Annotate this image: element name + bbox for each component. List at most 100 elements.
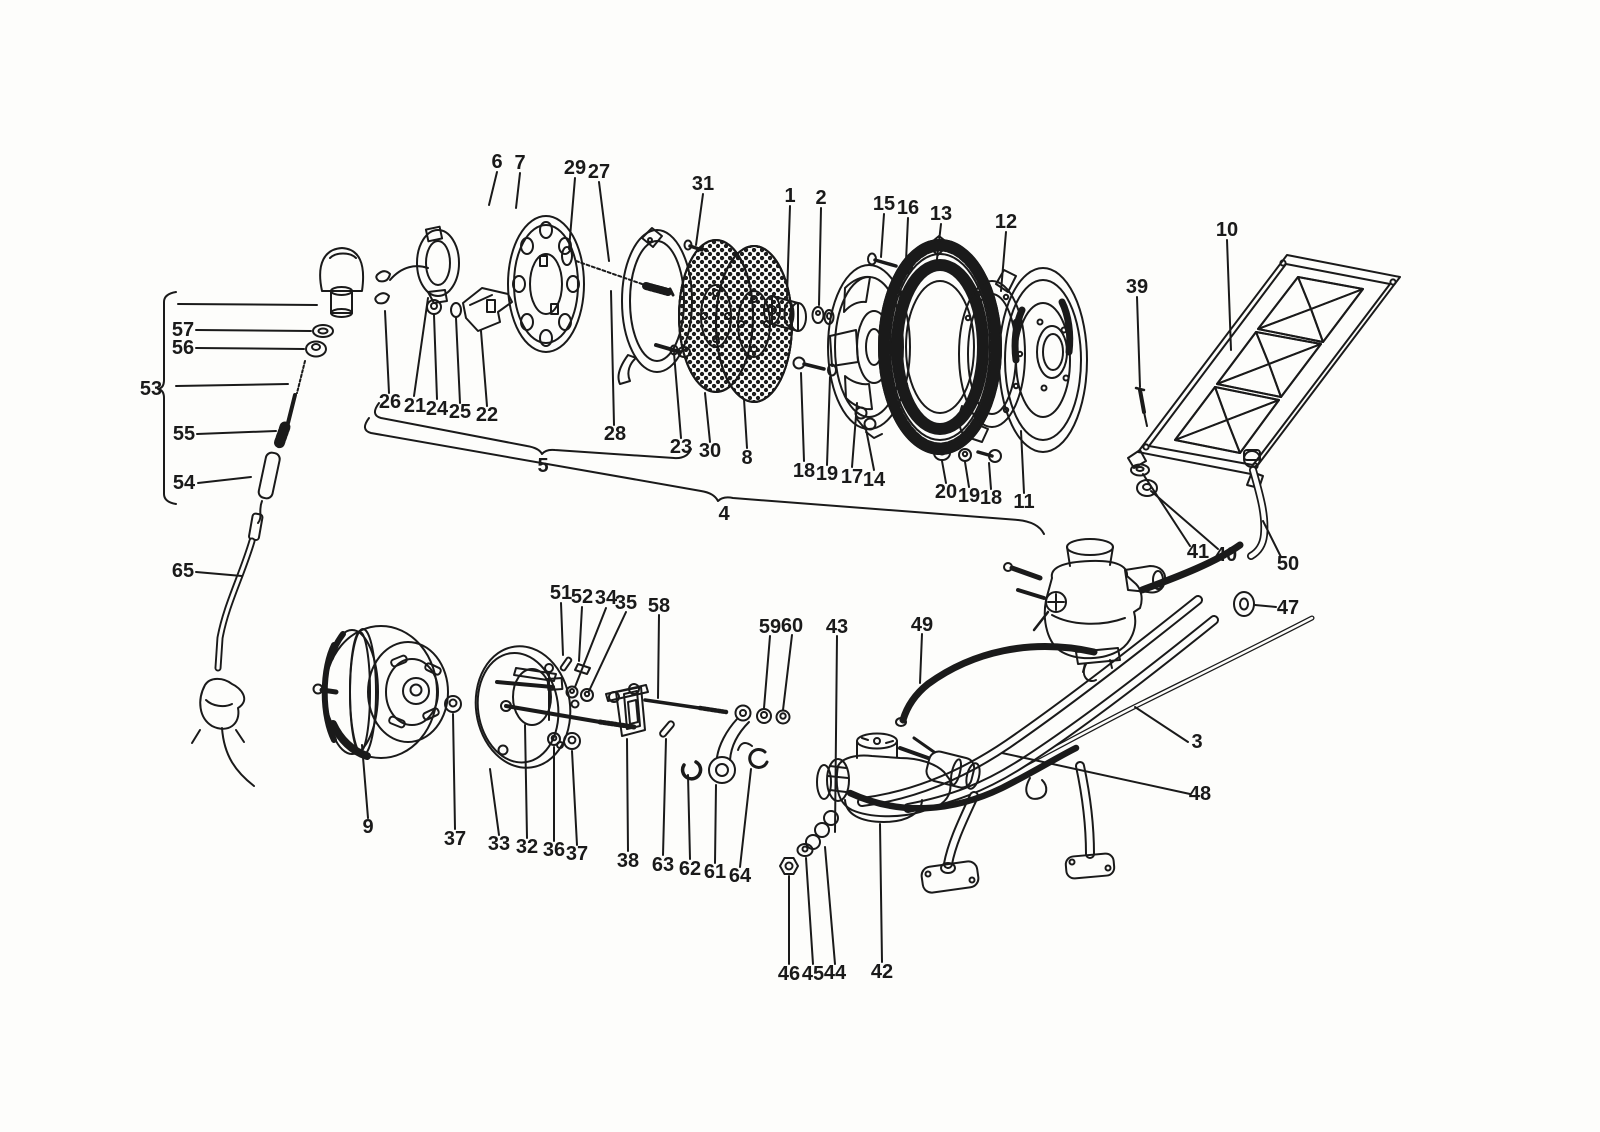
leader-line: [657, 614, 660, 699]
servo-mounting-plate-linkage: [474, 645, 791, 784]
part-number-41: 41: [1187, 541, 1209, 563]
part-number-21: 21: [404, 395, 426, 417]
leader-line: [865, 428, 875, 471]
part-number-13: 13: [930, 203, 952, 225]
part-number-65: 65: [172, 560, 194, 582]
leader-line: [1254, 604, 1277, 608]
part-number-19: 19: [816, 463, 838, 485]
part-number-63: 63: [652, 854, 674, 876]
part-number-55: 55: [173, 423, 195, 445]
part-number-47: 47: [1277, 597, 1299, 619]
leader-line: [1134, 706, 1189, 743]
leader-line: [1150, 490, 1219, 550]
part-number-37: 37: [566, 843, 588, 865]
part-number-57: 57: [172, 319, 194, 341]
fuel-pump: [779, 732, 981, 875]
leader-line: [361, 744, 369, 819]
part-number-1: 1: [784, 185, 795, 207]
leader-line: [662, 738, 667, 856]
group-brace-4: [364, 417, 1045, 535]
part-number-26: 26: [379, 391, 401, 413]
leader-line: [574, 607, 607, 688]
leader-line: [800, 372, 805, 462]
leader-line: [834, 635, 838, 833]
clutch-release-group: [374, 225, 513, 332]
leader-line: [177, 303, 318, 306]
part-number-44: 44: [824, 962, 847, 984]
leader-line: [782, 634, 793, 711]
leader-line: [571, 750, 578, 846]
part-number-19: 19: [958, 485, 980, 507]
leader-line: [1136, 296, 1141, 388]
leader-line: [488, 171, 498, 206]
leader-line: [673, 352, 682, 439]
part-number-7: 7: [514, 152, 525, 174]
clutch-friction-discs: [678, 239, 793, 403]
leader-line: [988, 462, 992, 490]
part-number-27: 27: [588, 161, 610, 183]
group-brace-5: [374, 402, 692, 460]
leader-line: [941, 460, 947, 484]
part-number-11: 11: [1013, 491, 1034, 513]
part-number-31: 31: [692, 173, 714, 195]
part-number-38: 38: [617, 850, 639, 872]
leader-line: [936, 223, 942, 260]
part-number-54: 54: [173, 472, 196, 494]
part-number-25: 25: [449, 401, 471, 423]
leader-line: [610, 290, 615, 426]
leader-line: [195, 347, 305, 350]
part-number-5: 5: [537, 455, 548, 477]
leader-line: [197, 476, 252, 484]
part-number-35: 35: [615, 592, 637, 614]
group-brace-53: [157, 291, 177, 505]
part-number-17: 17: [841, 466, 863, 488]
leader-line: [695, 193, 704, 246]
part-number-36: 36: [543, 839, 565, 861]
leader-line: [1262, 520, 1282, 558]
part-number-52: 52: [571, 586, 593, 608]
part-number-64: 64: [729, 865, 752, 887]
part-number-49: 49: [911, 614, 933, 636]
leader-line: [786, 205, 791, 297]
leader-line: [1226, 239, 1232, 351]
leader-line: [196, 430, 277, 435]
leader-line: [880, 213, 885, 258]
part-number-32: 32: [516, 836, 538, 858]
part-number-12: 12: [995, 211, 1017, 233]
leader-line: [1001, 752, 1191, 795]
part-number-16: 16: [897, 197, 919, 219]
part-number-56: 56: [172, 337, 194, 359]
flywheel-ring-gear: [878, 235, 1002, 455]
part-number-48: 48: [1189, 783, 1211, 805]
part-number-37: 37: [444, 828, 466, 850]
gearshift-lever-assembly: [191, 247, 364, 787]
leader-line: [195, 329, 312, 332]
part-number-29: 29: [564, 157, 586, 179]
part-number-46: 46: [778, 963, 800, 985]
leader-line: [452, 713, 456, 830]
leader-line: [598, 181, 610, 262]
part-number-18: 18: [793, 460, 815, 482]
leader-line: [826, 376, 831, 466]
part-number-59: 59: [759, 616, 781, 638]
leader-line: [578, 606, 583, 662]
leader-line: [455, 317, 461, 404]
tappet-cover-plate: [1127, 254, 1401, 617]
part-number-18: 18: [980, 487, 1002, 509]
part-number-45: 45: [802, 963, 824, 985]
part-number-28: 28: [604, 423, 626, 445]
leader-line: [714, 784, 717, 864]
leader-line: [175, 383, 289, 387]
leader-line: [626, 738, 629, 852]
part-number-58: 58: [648, 595, 670, 617]
fuel-and-frame-pipes: [857, 595, 1315, 894]
leader-line: [433, 314, 438, 400]
part-number-30: 30: [699, 440, 721, 462]
part-number-6: 6: [491, 151, 502, 173]
leader-line: [919, 633, 923, 684]
part-number-40: 40: [1215, 544, 1237, 566]
leader-line: [480, 330, 488, 407]
